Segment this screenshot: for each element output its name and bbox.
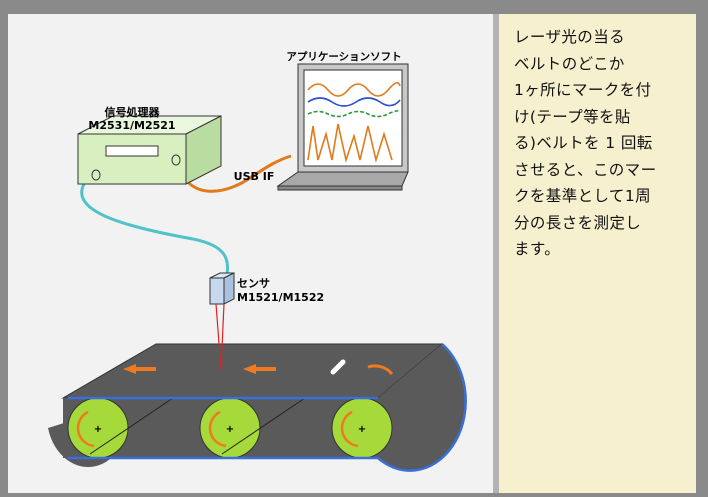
belt-measurement-diagram: 信号処理器 M2531/M2521 アプリケーションソフト USB IF [48, 50, 467, 472]
description-line: させると、このマー [514, 160, 657, 179]
description-line: クを基準として1周 [514, 187, 651, 205]
svg-text:+: + [358, 424, 366, 435]
description-line: レーザ光の当る [514, 28, 625, 46]
sensor-title: センサ [237, 277, 270, 290]
description-line: ます。 [514, 240, 561, 258]
description-line: る)ベルトを 1 回転 [514, 134, 653, 152]
svg-text:+: + [94, 424, 102, 435]
sensor-model: M1521/M1522 [237, 291, 324, 304]
sensor-cable [80, 183, 229, 295]
software-label: アプリケーションソフト [286, 50, 401, 63]
signal-processor [77, 115, 222, 185]
frame-right-edge [696, 14, 708, 493]
svg-text:+: + [226, 424, 234, 435]
description-text: レーザ光の当る ベルトのどこか 1ヶ所にマークを付 け(テープ等を貼 る)ベルト… [499, 14, 696, 263]
laser-beam [215, 303, 225, 371]
belt-conveyor: + + + [48, 343, 467, 472]
laser-sensor [209, 272, 235, 305]
usb-label: USB IF [234, 170, 275, 183]
description-line: ベルトのどこか [514, 54, 625, 73]
description-line: け(テープ等を貼 [514, 107, 631, 126]
usb-cable [174, 154, 292, 193]
processor-title: 信号処理器 [105, 105, 161, 119]
panel-divider [493, 14, 499, 493]
description-line: 1ヶ所にマークを付 [514, 81, 652, 99]
belt-edge-bottom [68, 343, 467, 472]
diagram-panel: 信号処理器 M2531/M2521 アプリケーションソフト USB IF [8, 14, 493, 493]
belt-direction-arrows [123, 364, 394, 376]
laptop-computer [276, 63, 409, 191]
belt-mark [330, 359, 346, 375]
description-panel: レーザ光の当る ベルトのどこか 1ヶ所にマークを付 け(テープ等を貼 る)ベルト… [499, 14, 696, 493]
description-line: 分の長さを測定し [514, 213, 642, 232]
processor-model: M2531/M2521 [88, 119, 175, 132]
